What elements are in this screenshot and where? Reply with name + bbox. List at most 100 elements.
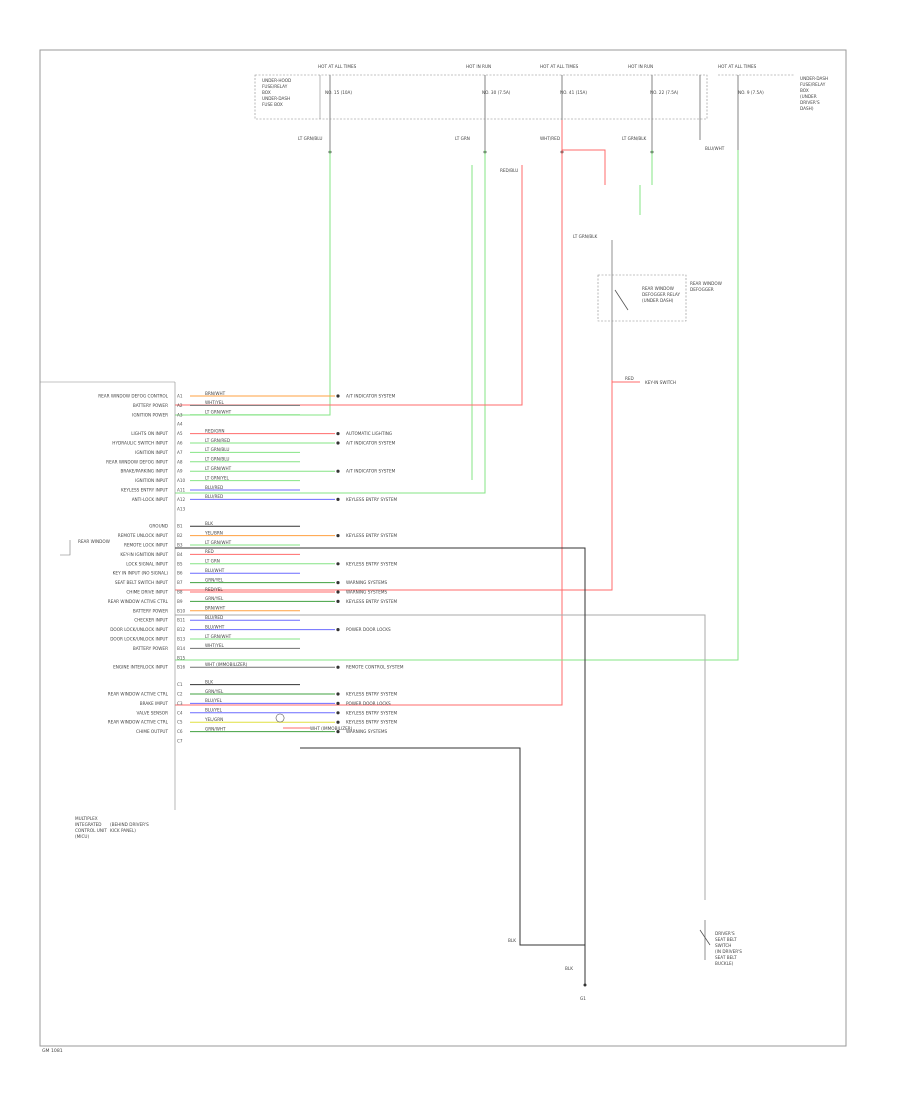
micu-pin-name: LOCK SIGNAL INPUT: [126, 561, 168, 566]
micu-pin-name: REMOTE UNLOCK INPUT: [118, 533, 169, 538]
micu-wire-terminal: [336, 432, 340, 436]
splice-label-4: LT GRN/BLK: [622, 136, 647, 141]
micu-wire-destination: POWER DOOR LOCKS: [346, 701, 391, 706]
micu-pin-number: A4: [177, 422, 183, 427]
micu-pin-row: C7: [177, 739, 183, 744]
micu-pin-number: C5: [177, 720, 183, 725]
micu-pin-name: REAR WINDOW DEFOG CONTROL: [98, 394, 168, 399]
micu-pin-name: DOOR LOCK/UNLOCK INPUT: [110, 637, 168, 642]
micu-pin-number: B6: [177, 571, 183, 576]
micu-wire-color-label: RED: [205, 549, 214, 554]
fuse-label-5: HOT AT ALL TIMES: [718, 64, 757, 69]
micu-pin-number: A7: [177, 450, 183, 455]
micu-pin-number: B12: [177, 627, 186, 632]
fuse-header-note-2: FUSE/RELAY: [262, 84, 288, 89]
fuse-note-1: NO. 15 (10A): [325, 90, 352, 95]
micu-block: MULTIPLEX INTEGRATED CONTROL UNIT (MICU)…: [40, 381, 176, 839]
fuse-block: HOT AT ALL TIMES HOT IN RUN HOT AT ALL T…: [254, 64, 828, 120]
micu-wire-color-label: RED/GRN: [205, 428, 224, 433]
micu-pin-number: B5: [177, 561, 183, 566]
micu-wire-destination: KEYLESS ENTRY SYSTEM: [346, 561, 398, 566]
top-splices: LT GRN/BLU LT GRN WHT/RED LT GRN/BLK RED…: [298, 136, 725, 173]
micu-wire-color-label: BLU/WHT: [205, 624, 225, 629]
micu-pin-name: IGNITION POWER: [132, 412, 168, 417]
fuse-note-2: NO. 30 (7.5A): [482, 90, 511, 95]
fuse-label-2: HOT IN RUN: [466, 64, 491, 69]
micu-pin-number: A6: [177, 441, 183, 446]
micu-wire-destination: POWER DOOR LOCKS: [346, 627, 391, 632]
ground-wires: BLK BLK G1: [175, 547, 587, 1001]
micu-pin-number: C6: [177, 729, 183, 734]
fuse-note-3: NO. 41 (15A): [560, 90, 587, 95]
micu-wire-destination: KEYLESS ENTRY SYSTEM: [346, 599, 398, 604]
micu-pin-name: GROUND: [149, 524, 168, 529]
micu-wire-destination: WARNING SYSTEMS: [346, 729, 387, 734]
micu-wire-terminal: [336, 590, 340, 594]
micu-wire-color-label: LT GRN/BLU: [205, 457, 229, 462]
micu-wire-terminal: [336, 628, 340, 632]
fuse-note-4: NO. 22 (7.5A): [650, 90, 679, 95]
seat-belt-label-6: BUCKLE): [715, 961, 734, 966]
seat-belt-label-3: SWITCH: [715, 943, 731, 948]
micu-pin-number: B4: [177, 552, 183, 557]
micu-pin-number: B11: [177, 618, 186, 623]
micu-wire-terminal: [336, 441, 340, 445]
micu-wire-destination: A/T INDICATOR SYSTEM: [346, 394, 396, 399]
relay-label-5: REAR WINDOW: [690, 281, 722, 286]
fuse-header-note-5: FUSE BOX: [262, 102, 283, 107]
micu-wire-color-label: BLU/RED: [205, 615, 223, 620]
micu-wire-color-label: LT GRN/WHT: [205, 466, 232, 471]
micu-pin-number: A5: [177, 431, 183, 436]
micu-pin-number: B9: [177, 599, 183, 604]
micu-wire-color-label: YEL/BRN: [204, 530, 223, 535]
micu-wire-color-label: BLU/YEL: [205, 698, 223, 703]
relay-label-2: REAR WINDOW: [642, 286, 674, 291]
key-in-note: RED KEY-IN SWITCH: [612, 376, 676, 385]
micu-pin-number: B7: [177, 580, 183, 585]
relay-label-4: (UNDER DASH): [642, 298, 674, 303]
relay-label-1: LT GRN/BLK: [573, 234, 598, 239]
micu-wire-color-label: GRN/WHT: [205, 726, 226, 731]
micu-pin-number: A8: [177, 459, 183, 464]
micu-wire-color-label: LT GRN/WHT: [205, 540, 232, 545]
micu-wire-destination: WARNING SYSTEMS: [346, 580, 387, 585]
fuse-header-note-4: UNDER-DASH: [262, 96, 290, 101]
splice-label-6: BLU/WHT: [705, 146, 725, 151]
micu-pin-number: B13: [177, 637, 186, 642]
fuse-header-note-3: BOX: [262, 90, 271, 95]
micu-wire-terminal: [336, 599, 340, 604]
micu-pin-name: REAR WINDOW ACTIVE CTRL: [108, 692, 169, 697]
micu-pin-number: A9: [177, 469, 183, 474]
micu-wire-destination: KEYLESS ENTRY SYSTEM: [346, 720, 398, 725]
micu-pin-name: CHECKER INPUT: [134, 618, 168, 623]
micu-wire-destination: AUTOMATIC LIGHTING: [346, 431, 392, 436]
micu-pin-name: REMOTE LOCK INPUT: [124, 543, 168, 548]
micu-pin-number: C3: [177, 701, 183, 706]
fuse-label-1: HOT AT ALL TIMES: [318, 64, 357, 69]
fuse-right-note-1: UNDER-DASH: [800, 76, 828, 81]
micu-wire-terminal: [336, 701, 340, 706]
micu-name-1: MULTIPLEX: [75, 816, 98, 821]
micu-name-5: (BEHIND DRIVER'S: [110, 822, 149, 827]
micu-pin-name: CHIME DRIVE INPUT: [126, 590, 168, 595]
immobilizer-label: WHT (IMMOBILIZER): [310, 726, 353, 731]
micu-wire-color-label: WHT/YEL: [205, 400, 224, 405]
micu-pin-number: C1: [177, 682, 183, 687]
micu-pin-name: KEY IN INPUT (NO SIGNAL): [113, 571, 169, 576]
micu-name-6: KICK PANEL): [110, 828, 136, 833]
micu-wire-terminal: [336, 497, 340, 501]
micu-wire-color-label: BLU/YEL: [205, 708, 223, 713]
